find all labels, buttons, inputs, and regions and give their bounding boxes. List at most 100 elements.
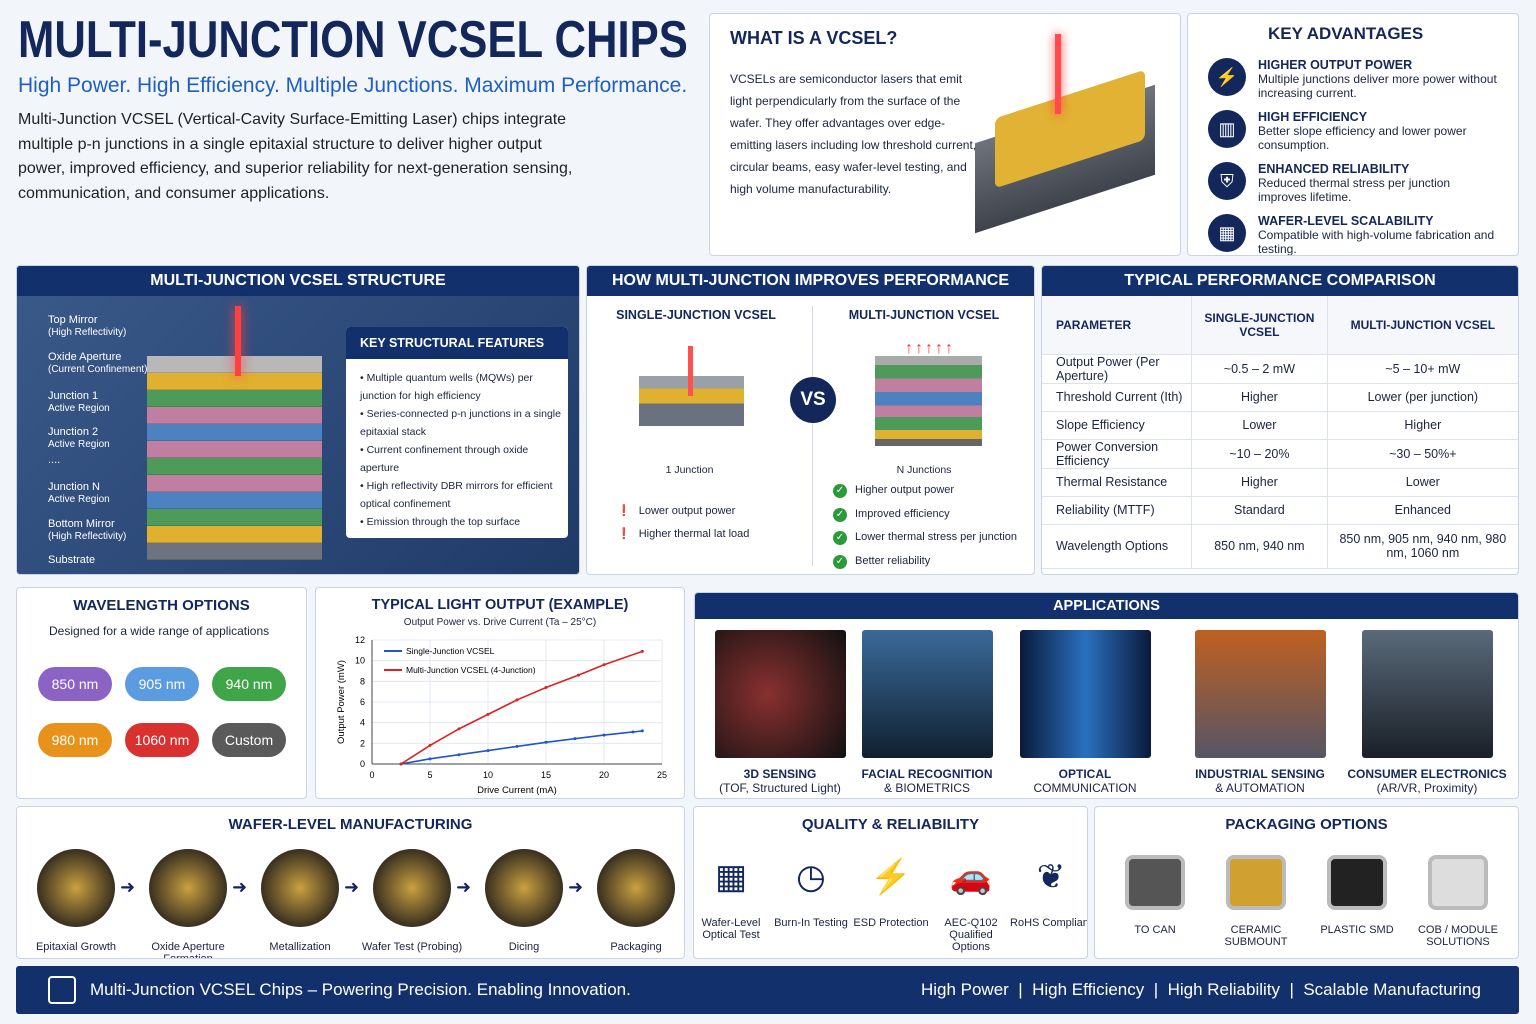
- advantage-text: Reduced thermal stress per junction impr…: [1258, 176, 1451, 204]
- laser-beam: [235, 306, 241, 376]
- wafer-icon: ▦: [714, 858, 748, 896]
- page-title: MULTI-JUNCTION VCSEL CHIPS: [18, 11, 688, 69]
- package-item: CERAMIC SUBMOUNT: [1204, 855, 1308, 948]
- quality-label: AEC-Q102 Qualified Options: [944, 917, 998, 953]
- label-name: Junction N: [48, 481, 100, 493]
- step-image: [37, 849, 115, 927]
- application-sub: COMMUNICATION: [1033, 781, 1137, 795]
- step-image: [261, 849, 339, 927]
- quality-label: Wafer-Level Optical Test: [701, 917, 761, 941]
- label-name: Substrate: [48, 554, 96, 566]
- y-tick-label: 10: [355, 656, 365, 666]
- footer-highlight: High Efficiency: [1032, 980, 1145, 999]
- advantage-title: ENHANCED RELIABILITY: [1258, 162, 1410, 176]
- data-point: [428, 743, 432, 747]
- arrow-icon: ➜: [456, 877, 472, 897]
- wavelength-subtitle: Designed for a wide range of application…: [49, 624, 270, 638]
- package-label: CERAMIC SUBMOUNT: [1224, 924, 1288, 948]
- advantage-title: HIGHER OUTPUT POWER: [1258, 58, 1413, 72]
- what-text: VCSELs are semiconductor lasers that emi…: [730, 72, 977, 196]
- section-title: TYPICAL PERFORMANCE COMPARISON: [1042, 266, 1518, 296]
- y-axis-label: Output Power (mW): [336, 660, 347, 744]
- application-item: FACIAL RECOGNITION& BIOMETRICS: [847, 623, 1007, 795]
- data-point: [428, 757, 432, 761]
- table-cell: Lower: [1191, 411, 1328, 440]
- multi-caption: N Junctions: [896, 464, 952, 476]
- label-name: Top Mirror: [48, 314, 98, 326]
- column-header: MULTI-JUNCTION VCSEL: [1326, 296, 1518, 355]
- application-image: [714, 630, 846, 758]
- table-row: Output Power (Per Aperture)~0.5 – 2 mW~5…: [1042, 354, 1518, 384]
- package-image: [1125, 855, 1185, 910]
- table-cell: Thermal Resistance: [1042, 468, 1192, 497]
- application-image: [1019, 630, 1151, 758]
- advantage-title: WAFER-LEVEL SCALABILITY: [1258, 214, 1434, 228]
- car-icon: 🚗: [949, 858, 993, 896]
- separator: |: [1144, 980, 1168, 999]
- application-item: 3D SENSING(TOF, Structured Light): [700, 623, 860, 795]
- x-tick-label: 5: [427, 770, 432, 780]
- step-image: [597, 849, 675, 927]
- table-cell: ~30 – 50%+: [1326, 439, 1518, 469]
- column-header: SINGLE-JUNCTION VCSEL: [1191, 296, 1328, 355]
- arrow-icon: ➜: [120, 877, 136, 897]
- data-point: [631, 730, 635, 734]
- data-point: [457, 727, 461, 731]
- step-label: Oxide Aperture Formation: [151, 941, 225, 959]
- section-title: PACKAGING OPTIONS: [1225, 816, 1388, 833]
- step-label: Dicing: [508, 941, 540, 953]
- data-point: [486, 749, 490, 753]
- layer: [147, 356, 322, 373]
- data-point: [399, 762, 403, 766]
- key-features-box: KEY STRUCTURAL FEATURES Multiple quantum…: [346, 327, 568, 538]
- quality-item: 🚗 AEC-Q102 Qualified Options: [930, 857, 1012, 953]
- package-image: [1226, 855, 1286, 910]
- single-title: SINGLE-JUNCTION VCSEL: [616, 308, 776, 322]
- laser-beam: [1055, 34, 1061, 114]
- data-point: [486, 712, 490, 716]
- arrows-icon: ↑↑↑↑↑: [905, 340, 955, 357]
- point-text: Lower thermal stress per junction: [855, 531, 1018, 543]
- footer-banner: Multi-Junction VCSEL Chips – Powering Pr…: [16, 966, 1519, 1014]
- quality-label: RoHS Compliant: [1010, 917, 1088, 929]
- label-sub: Active Region: [48, 439, 110, 450]
- table-cell: Higher: [1326, 411, 1518, 440]
- y-tick-label: 6: [360, 697, 365, 707]
- shield-icon: ⛨: [1208, 162, 1246, 200]
- application-image: [1361, 630, 1493, 758]
- application-title: OPTICAL: [1058, 767, 1112, 781]
- layer: [147, 424, 322, 441]
- structure-label: ....: [48, 454, 60, 466]
- wavelength-option: 905 nm: [125, 667, 199, 701]
- light-output-chart-panel: TYPICAL LIGHT OUTPUT (EXAMPLE) Output Po…: [315, 587, 685, 799]
- data-point: [515, 744, 519, 748]
- manufacturing-step: Packaging: [581, 849, 684, 953]
- clock-icon: ◷: [796, 858, 826, 896]
- structure-label: Substrate: [48, 554, 95, 566]
- feature-item: Series-connected p-n junctions in a sing…: [360, 405, 562, 441]
- lightning-icon: ⚡: [1208, 58, 1246, 96]
- table-row: Power Conversion Efficiency~10 – 20%~30 …: [1042, 439, 1518, 469]
- advantage-text: Compatible with high-volume fabrication …: [1258, 228, 1495, 256]
- legend-label: Single-Junction VCSEL: [406, 646, 495, 656]
- data-point: [573, 737, 577, 741]
- wavelength-option: 1060 nm: [125, 723, 199, 757]
- package-image: [1327, 855, 1387, 910]
- y-tick-label: 0: [360, 759, 365, 769]
- layer: [147, 543, 322, 560]
- header: MULTI-JUNCTION VCSEL CHIPS High Power. H…: [18, 10, 698, 206]
- data-point: [544, 686, 548, 690]
- point-text: Higher thermal lat load: [638, 528, 750, 540]
- layer: [147, 509, 322, 526]
- y-tick-label: 12: [355, 635, 365, 645]
- table-cell: Lower: [1326, 468, 1518, 497]
- footer-highlight: Scalable Manufacturing: [1303, 980, 1481, 999]
- single-point: ❗Lower output power: [617, 500, 749, 523]
